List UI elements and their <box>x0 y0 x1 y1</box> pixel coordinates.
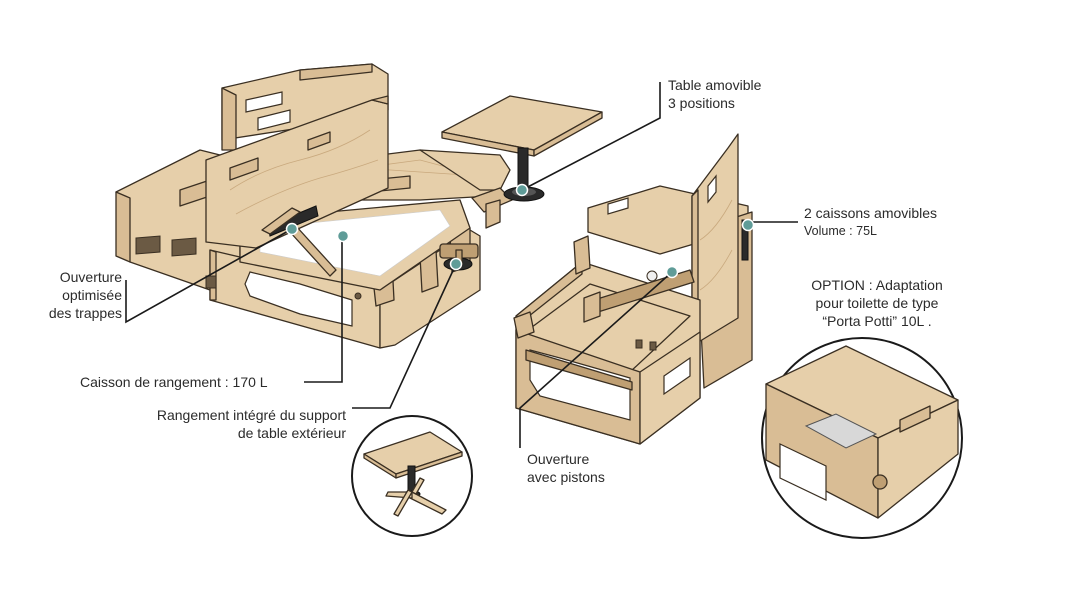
label-option-porta-potti: OPTION : Adaptation pour toilette de typ… <box>786 276 968 330</box>
label-line: des trappes <box>48 305 122 321</box>
leader-lines <box>125 82 798 448</box>
label-ouverture-pistons: Ouverture avec pistons <box>527 450 605 486</box>
label-line: optimisée <box>62 287 122 303</box>
removable-caissons <box>513 133 753 445</box>
label-ouverture-trappes: Ouverture optimisée des trappes <box>49 268 122 322</box>
callout-dots <box>285 183 755 279</box>
label-line: Caisson de rangement : 170 L <box>80 374 268 390</box>
label-line: OPTION : Adaptation <box>811 277 943 293</box>
label-line: Rangement intégré du support <box>156 407 346 423</box>
label-line: pour toilette de type <box>815 295 939 311</box>
label-line: “Porta Potti” 10L . <box>822 313 932 329</box>
main-storage-unit <box>115 63 513 349</box>
label-caissons: 2 caissons amovibles Volume : 75L <box>804 204 937 240</box>
label-line: Ouverture <box>59 269 122 285</box>
label-rangement-support: Rangement intégré du support de table ex… <box>157 406 346 442</box>
label-line: Volume : 75L <box>804 224 877 238</box>
label-line: Ouverture <box>527 451 590 467</box>
label-line: 3 positions <box>668 95 735 111</box>
label-caisson-rangement: Caisson de rangement : 170 L <box>80 373 268 391</box>
label-line: avec pistons <box>527 469 605 485</box>
label-table-amovible: Table amovible 3 positions <box>668 76 761 112</box>
label-line: 2 caissons amovibles <box>804 205 938 221</box>
label-line: de table extérieur <box>237 425 346 441</box>
table-support-inset <box>351 415 473 537</box>
porta-potti-inset <box>761 337 963 539</box>
label-line: Table amovible <box>668 77 762 93</box>
